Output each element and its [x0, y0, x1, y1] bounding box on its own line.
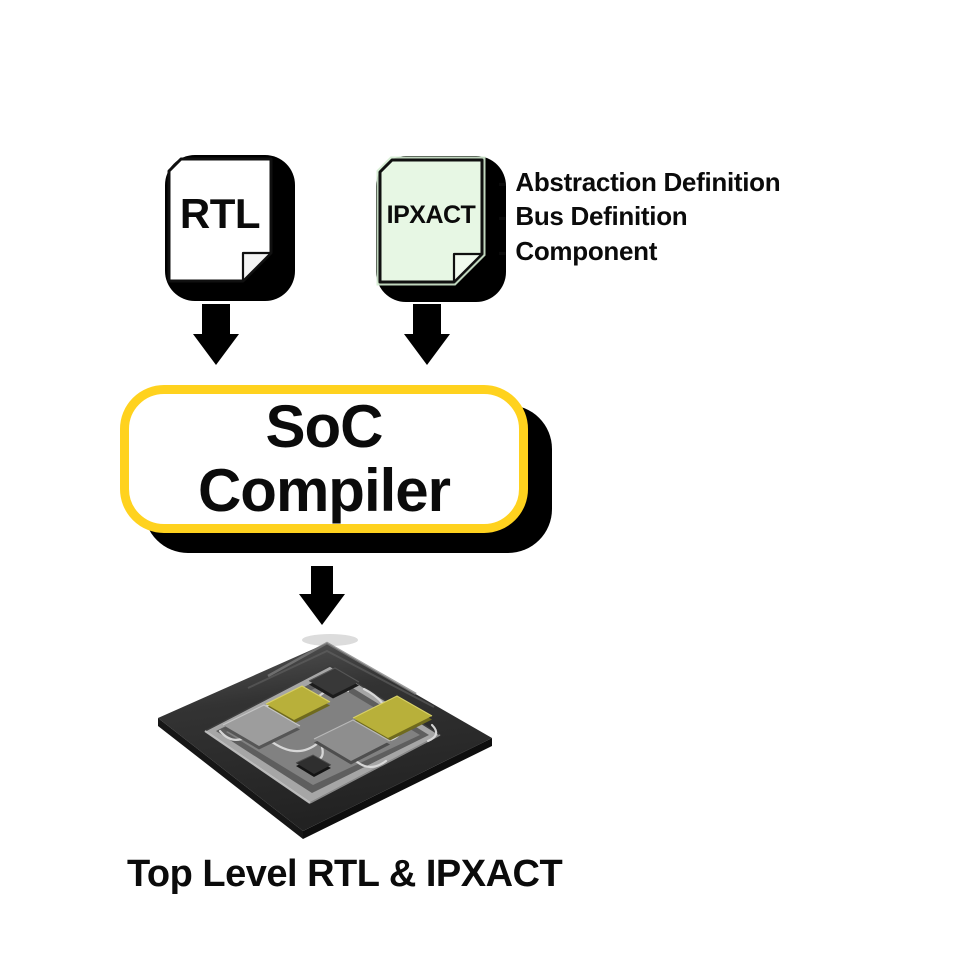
- chip-highlight-glow: [302, 634, 358, 646]
- chip-base-side-right: [303, 738, 492, 839]
- die-gray-left: [222, 704, 301, 750]
- rtl-document-icon: RTL: [165, 155, 295, 301]
- tray-edge-highlight: [204, 730, 311, 804]
- die-dark-top: [308, 667, 360, 699]
- soc-compiler-box: SoC Compiler: [120, 385, 528, 533]
- page-fold-corner: [241, 251, 273, 283]
- ipxact-document-icon: IPXACT: [376, 156, 506, 302]
- rtl-document-shape: [165, 155, 295, 301]
- list-bullet: -: [498, 201, 507, 232]
- ipxact-down-arrow-icon: [404, 304, 450, 365]
- list-item-label: Abstraction Definition: [515, 166, 781, 197]
- brushed-highlight: [267, 641, 417, 696]
- tray-edge-highlight: [309, 734, 441, 804]
- output-caption: Top Level RTL & IPXACT: [127, 853, 563, 895]
- list-item-label: Bus Definition: [515, 201, 688, 232]
- compiler-title-line2: Compiler: [197, 457, 451, 524]
- die-gray-center: [313, 719, 391, 765]
- list-item-label: Component: [515, 235, 658, 266]
- list-item: - Abstraction Definition: [498, 165, 781, 200]
- rtl-down-arrow-icon: [193, 304, 239, 365]
- list-item: - Component: [498, 234, 780, 269]
- ipxact-document-shape: [376, 156, 506, 302]
- chip-base-side-left: [158, 718, 303, 839]
- chip-tray-floor: [226, 681, 420, 785]
- list-bullet: -: [498, 235, 507, 266]
- compiler-down-arrow-icon: [299, 566, 345, 625]
- die-dark-bottom: [295, 754, 332, 777]
- rtl-document-label: RTL: [179, 190, 261, 237]
- list-item: - Bus Definition: [498, 200, 780, 235]
- brushed-highlight: [247, 649, 435, 708]
- compiler-title-line1: SoC: [265, 393, 384, 460]
- ipxact-artifact-list: - Abstraction Definition - Bus Definitio…: [498, 165, 781, 269]
- list-bullet: -: [498, 166, 507, 197]
- page-fold-corner: [452, 252, 484, 284]
- ipxact-document-label: IPXACT: [386, 200, 476, 229]
- chip-package-image: [158, 634, 492, 839]
